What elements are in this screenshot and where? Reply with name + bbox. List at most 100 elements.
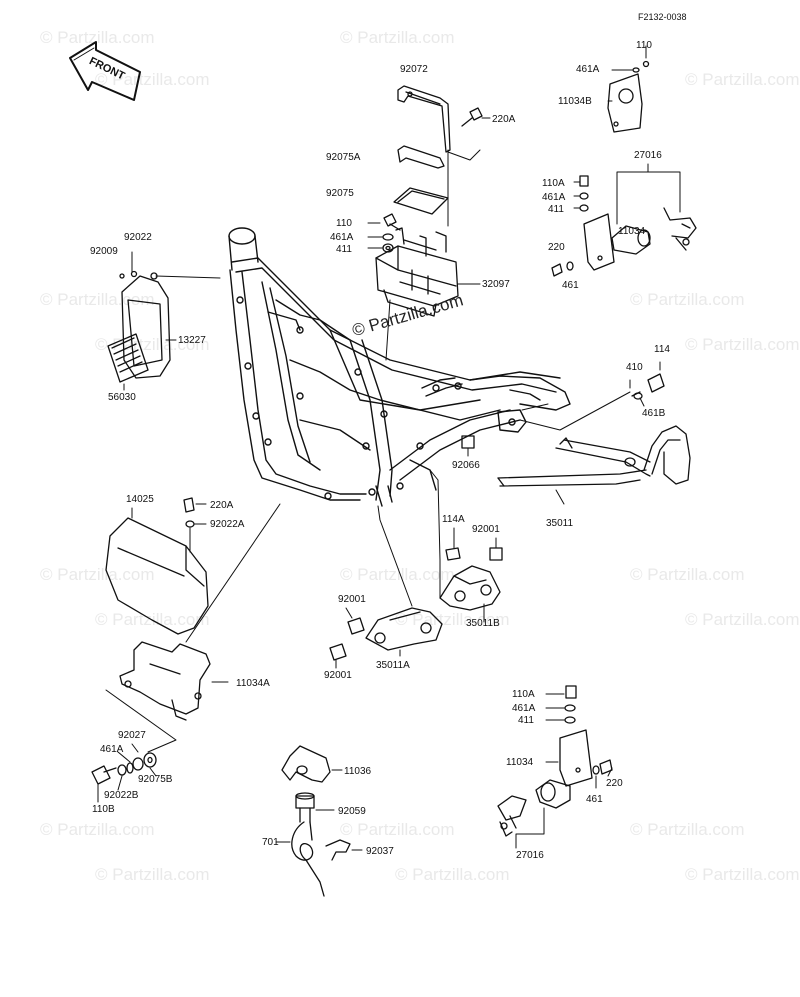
bolt-110B-icon [91, 765, 117, 785]
part-label-410[interactable]: 410 [626, 362, 643, 373]
grommet-92075B-icon [143, 752, 157, 768]
cover-14025-icon [105, 517, 209, 635]
watermark-text: © Partzilla.com [630, 820, 745, 839]
part-label-461A[interactable]: 461A [542, 192, 566, 203]
watermark-text: © Partzilla.com [340, 565, 455, 584]
stand-35011-icon [497, 425, 691, 505]
part-label-92075B[interactable]: 92075B [138, 774, 173, 785]
washer-92022A-icon [185, 520, 195, 528]
watermark-text: © Partzilla.com [630, 565, 745, 584]
watermark-text: © Partzilla.com [340, 820, 455, 839]
part-label-114A[interactable]: 114A [442, 514, 465, 525]
bolt-220-low-icon [599, 759, 613, 775]
bracket-11034B-icon [607, 73, 643, 133]
part-label-35011[interactable]: 35011 [546, 518, 574, 529]
part-label-92009[interactable]: 92009 [90, 246, 118, 257]
part-label-92022A[interactable]: 92022A [210, 519, 245, 530]
part-label-92066[interactable]: 92066 [452, 460, 480, 471]
part-label-92059[interactable]: 92059 [338, 806, 366, 817]
part-label-411[interactable]: 411 [518, 715, 534, 726]
bolt-92001-c-icon [329, 643, 347, 661]
bolt-92066-icon [461, 435, 475, 449]
part-label-11034[interactable]: 11034 [618, 226, 646, 237]
part-label-461A[interactable]: 461A [100, 744, 124, 755]
bracket-11036-icon [281, 745, 331, 783]
part-label-461A[interactable]: 461A [330, 232, 354, 243]
part-label-110[interactable]: 110 [636, 40, 652, 51]
washer-461A-small-icon [632, 67, 640, 73]
part-label-411[interactable]: 411 [336, 244, 352, 255]
bracket-11034-low-icon [559, 729, 593, 787]
nut-411-right-icon [579, 204, 589, 212]
part-label-92001[interactable]: 92001 [472, 524, 500, 535]
part-label-35011A[interactable]: 35011A [376, 660, 410, 671]
part-label-110[interactable]: 110 [336, 218, 352, 229]
watermark-text: © Partzilla.com [40, 820, 155, 839]
pad-92075-icon [393, 187, 449, 215]
part-label-92037[interactable]: 92037 [366, 846, 394, 857]
filter-56030-icon [107, 333, 149, 383]
bracket-11034A-icon [119, 641, 211, 721]
nut-411-icon [382, 243, 394, 253]
bracket-35011A-icon [365, 607, 443, 651]
part-label-14025[interactable]: 14025 [126, 494, 154, 505]
watermark-text: © Partzilla.com [95, 865, 210, 884]
part-label-110B[interactable]: 110B [92, 804, 115, 815]
part-label-92022[interactable]: 92022 [124, 232, 152, 243]
part-label-92001[interactable]: 92001 [324, 670, 352, 681]
bolt-220A-icon [461, 107, 483, 127]
part-label-220A[interactable]: 220A [210, 500, 234, 511]
washer-461A-right-icon [579, 192, 589, 200]
part-label-220A[interactable]: 220A [492, 114, 516, 125]
part-label-110A[interactable]: 110A [542, 178, 565, 189]
part-label-110A[interactable]: 110A [512, 689, 535, 700]
watermark-text: © Partzilla.com [685, 70, 800, 89]
watermark-text: © Partzilla.com [685, 335, 800, 354]
washer-461-right-icon [566, 261, 574, 271]
part-label-11036[interactable]: 11036 [344, 766, 372, 777]
part-label-13227[interactable]: 13227 [178, 335, 206, 346]
diagram-code: F2132-0038 [638, 12, 687, 22]
part-label-92075A[interactable]: 92075A [326, 152, 361, 163]
bolt-110-small-icon [642, 60, 650, 68]
part-label-220[interactable]: 220 [606, 778, 623, 789]
watermark-text: © Partzilla.com [40, 290, 155, 309]
part-label-461A[interactable]: 461A [576, 64, 600, 75]
nut-411-low-icon [564, 716, 576, 724]
part-label-92075[interactable]: 92075 [326, 188, 354, 199]
part-label-56030[interactable]: 56030 [108, 392, 136, 403]
part-label-114[interactable]: 114 [654, 344, 670, 355]
part-label-92022B[interactable]: 92022B [104, 790, 139, 801]
watermark-text: © Partzilla.com [95, 70, 210, 89]
part-label-92027[interactable]: 92027 [118, 730, 146, 741]
washer-461-low-icon [592, 765, 600, 775]
part-label-32097[interactable]: 32097 [482, 279, 510, 290]
part-label-220[interactable]: 220 [548, 242, 565, 253]
part-label-27016[interactable]: 27016 [516, 850, 544, 861]
part-label-92072[interactable]: 92072 [400, 64, 428, 75]
part-label-92001[interactable]: 92001 [338, 594, 366, 605]
washer-461A-low-icon [126, 762, 134, 774]
part-label-11034[interactable]: 11034 [506, 757, 534, 768]
part-label-11034A[interactable]: 11034A [236, 678, 270, 689]
part-label-461B[interactable]: 461B [642, 408, 666, 419]
washer-461A-icon [382, 233, 394, 241]
watermark-text: © Partzilla.com [685, 610, 800, 629]
battery-box-32097-icon [375, 227, 459, 317]
bolt-220-right-icon [551, 263, 563, 277]
part-label-35011B[interactable]: 35011B [466, 618, 500, 629]
ignition-switch-27016-low-icon [497, 779, 571, 837]
part-label-411[interactable]: 411 [548, 204, 564, 215]
part-label-461[interactable]: 461 [586, 794, 603, 805]
watermark-text: © Partzilla.com [685, 865, 800, 884]
part-label-701[interactable]: 701 [262, 837, 279, 848]
clip-92037-icon [325, 839, 351, 861]
watermark-text: © Partzilla.com [340, 28, 455, 47]
part-label-461A[interactable]: 461A [512, 703, 536, 714]
part-label-461[interactable]: 461 [562, 280, 579, 291]
part-label-11034B[interactable]: 11034B [558, 96, 592, 107]
part-label-27016[interactable]: 27016 [634, 150, 662, 161]
washer-461A-lowr-icon [564, 704, 576, 712]
